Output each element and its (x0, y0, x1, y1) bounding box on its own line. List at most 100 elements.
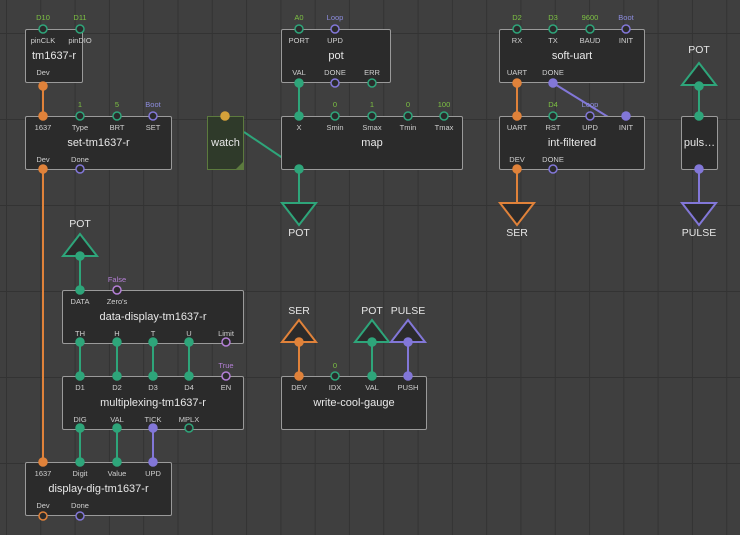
pin-d4[interactable] (184, 371, 194, 381)
pin-label: D1 (75, 383, 85, 392)
pin-out[interactable] (294, 164, 304, 174)
pin-push[interactable] (403, 371, 413, 381)
pin-in[interactable] (694, 111, 704, 121)
pin-1637[interactable] (38, 457, 48, 467)
pin-err[interactable] (367, 78, 377, 88)
pin-h[interactable] (112, 337, 122, 347)
pin-dev[interactable] (38, 511, 48, 521)
watch-title: watch (211, 137, 240, 149)
pin-rst[interactable] (548, 111, 558, 121)
pin-zeros[interactable] (112, 285, 122, 295)
node-write-cool-gauge[interactable]: write-cool-gauge (281, 376, 427, 430)
pin-terminal[interactable] (75, 251, 85, 261)
pin-brt[interactable] (112, 111, 122, 121)
pin-value[interactable] (112, 457, 122, 467)
pin-label: IDX (328, 383, 342, 392)
pin-digit[interactable] (75, 457, 85, 467)
pin-done[interactable] (75, 511, 85, 521)
node-set-tm1637-r[interactable]: set-tm1637-r (25, 116, 172, 170)
pin-val[interactable] (367, 371, 377, 381)
pin-value: D2 (512, 13, 522, 22)
pin-watch[interactable] (220, 111, 230, 121)
pin-mplx[interactable] (184, 423, 194, 433)
pin-upd[interactable] (330, 24, 340, 34)
terminal-pot-out[interactable] (279, 202, 319, 227)
node-title: int-filtered (547, 137, 597, 149)
pin-tx[interactable] (548, 24, 558, 34)
pin-done[interactable] (548, 164, 558, 174)
terminal-pulse-out[interactable] (679, 202, 719, 227)
pin-label: DONE (542, 155, 564, 164)
pin-dev[interactable] (294, 371, 304, 381)
pin-rx[interactable] (512, 24, 522, 34)
pin-tmax[interactable] (439, 111, 449, 121)
pin-u[interactable] (184, 337, 194, 347)
node-title: write-cool-gauge (313, 397, 395, 409)
pin-x[interactable] (294, 111, 304, 121)
pin-d3[interactable] (148, 371, 158, 381)
node-title: multiplexing-tm1637-r (100, 397, 206, 409)
pin-d1[interactable] (75, 371, 85, 381)
terminal-label: POT (288, 227, 310, 239)
pin-terminal[interactable] (403, 337, 413, 347)
pin-value: 5 (114, 100, 120, 109)
pin-1637[interactable] (38, 111, 48, 121)
pin-label: PORT (288, 36, 310, 45)
pin-val[interactable] (112, 423, 122, 433)
pin-label: pinDIO (68, 36, 92, 45)
node-display-dig-tm1637-r[interactable]: display-dig-tm1637-r (25, 462, 172, 516)
pin-label: DEV (291, 383, 307, 392)
pin-val[interactable] (294, 78, 304, 88)
pin-label: D2 (112, 383, 122, 392)
pin-idx[interactable] (330, 371, 340, 381)
pin-out[interactable] (694, 164, 704, 174)
pin-tmin[interactable] (403, 111, 413, 121)
pin-port[interactable] (294, 24, 304, 34)
pin-pindio[interactable] (75, 24, 85, 34)
pin-limit[interactable] (221, 337, 231, 347)
node-multiplexing-tm1637-r[interactable]: multiplexing-tm1637-r (62, 376, 244, 430)
pin-smax[interactable] (367, 111, 377, 121)
pin-en[interactable] (221, 371, 231, 381)
pin-tick[interactable] (148, 423, 158, 433)
pin-terminal[interactable] (694, 81, 704, 91)
node-puls[interactable]: puls… (681, 116, 718, 170)
pin-upd[interactable] (585, 111, 595, 121)
node-int-filtered[interactable]: int-filtered (499, 116, 645, 170)
pin-dev[interactable] (512, 164, 522, 174)
pin-dig[interactable] (75, 423, 85, 433)
pin-init[interactable] (621, 24, 631, 34)
pin-done[interactable] (548, 78, 558, 88)
terminal-label: POT (688, 44, 710, 56)
pin-label: ERR (364, 68, 380, 77)
terminal-ser-out[interactable] (497, 202, 537, 227)
pin-label: DIG (73, 415, 87, 424)
node-data-display-tm1637-r[interactable]: data-display-tm1637-r (62, 290, 244, 344)
pin-t[interactable] (148, 337, 158, 347)
pin-th[interactable] (75, 337, 85, 347)
pin-dev[interactable] (38, 164, 48, 174)
node-tm1637-r[interactable]: tm1637-r (25, 29, 83, 83)
pin-value: D10 (36, 13, 50, 22)
pin-done[interactable] (330, 78, 340, 88)
pin-smin[interactable] (330, 111, 340, 121)
pin-data[interactable] (75, 285, 85, 295)
pin-pinclk[interactable] (38, 24, 48, 34)
pin-terminal[interactable] (294, 337, 304, 347)
pin-type[interactable] (75, 111, 85, 121)
pin-uart[interactable] (512, 78, 522, 88)
pin-dev[interactable] (38, 81, 48, 91)
node-soft-uart[interactable]: soft-uart (499, 29, 645, 83)
pin-baud[interactable] (585, 24, 595, 34)
pin-init[interactable] (621, 111, 631, 121)
terminal-label: POT (361, 305, 383, 317)
pin-uart[interactable] (512, 111, 522, 121)
pin-done[interactable] (75, 164, 85, 174)
pin-set[interactable] (148, 111, 158, 121)
pin-terminal[interactable] (367, 337, 377, 347)
pin-d2[interactable] (112, 371, 122, 381)
pin-label: Tmin (399, 123, 417, 132)
pin-upd[interactable] (148, 457, 158, 467)
pin-label: TX (548, 36, 558, 45)
